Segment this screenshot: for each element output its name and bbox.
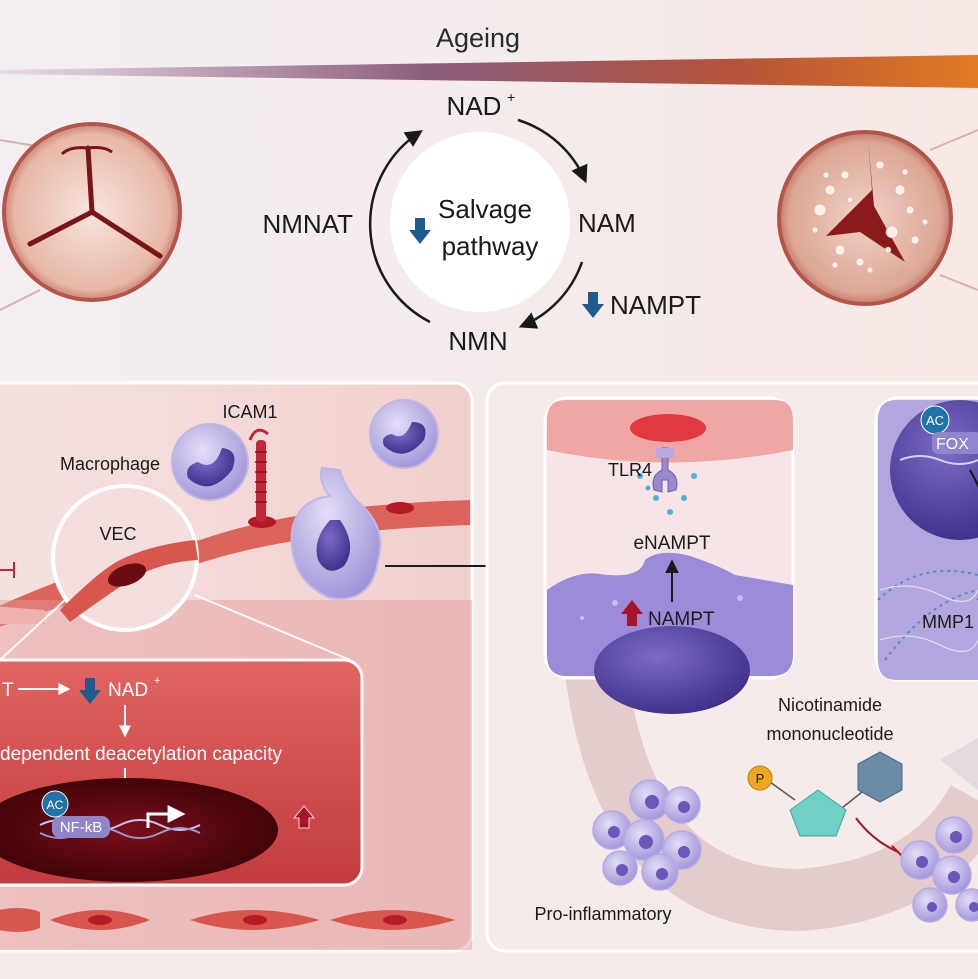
- nmn-molecule: P: [747, 751, 903, 837]
- healthy-valve: [0, 122, 182, 311]
- nad-superscript: +: [507, 89, 515, 105]
- monocyte-cell: [369, 399, 439, 469]
- icam1-label: ICAM1: [222, 402, 277, 422]
- nam-label: NAM: [578, 208, 636, 238]
- mmp1-label: MMP1: [922, 612, 974, 632]
- calcified-valve: [777, 129, 978, 306]
- nmn-label: NMN: [448, 326, 507, 356]
- tlr4-zoom-box: TLR4 eNAMPT NAMPT: [543, 396, 795, 714]
- ageing-label: Ageing: [436, 23, 520, 53]
- nfkb-protein: [52, 816, 110, 838]
- vec-nucleus-2: [386, 502, 414, 514]
- mononucleotide-label: mononucleotide: [766, 724, 893, 744]
- endothelial-nucleus: [630, 414, 706, 442]
- arc-arrowhead: [940, 738, 978, 790]
- salvage-title-line2: pathway: [442, 231, 539, 261]
- ac-badge: [41, 790, 69, 818]
- bottom-vessel-row: [0, 908, 455, 932]
- inset-nucleus: [0, 778, 278, 882]
- pro-inflammatory-label: Pro-inflammatory: [534, 904, 671, 924]
- deacetylation-text: dependent deacetylation capacity: [0, 744, 283, 765]
- vec-left-fragment: [0, 606, 45, 624]
- pro-inflammatory-nuclei: [608, 795, 690, 880]
- up-arrow-icon: [293, 805, 315, 829]
- phosphate-icon: [747, 765, 773, 791]
- right-cell-nuclei: [916, 831, 978, 912]
- nad-label: NAD: [447, 91, 502, 121]
- macrophage-nucleus: [594, 626, 750, 714]
- salvage-center-disc: [390, 132, 570, 312]
- mmp1-zoom-box: AC FOX MMP1: [874, 396, 978, 682]
- left-panel: ICAM1 Macrophage VEC T: [0, 381, 474, 953]
- ageing-gradient-wedge: [0, 55, 978, 88]
- tlr4-label: TLR4: [608, 460, 652, 480]
- macrophage-label: Macrophage: [60, 454, 160, 474]
- nad-down-arrow-icon: [79, 678, 101, 704]
- vec-inset-box: T NAD + dependent deacetylation capacity…: [0, 658, 364, 887]
- fox-ac-label: AC: [926, 413, 944, 428]
- right-panel: TLR4 eNAMPT NAMPT AC FOX MMP1 Nicotinami…: [485, 381, 978, 953]
- vec-label: VEC: [99, 524, 136, 544]
- arrow-nmn-to-nad: [368, 130, 431, 324]
- enampt-particles: [637, 473, 697, 515]
- icam1-receptor: [248, 428, 269, 522]
- tlr4-receptor-icon: [652, 447, 678, 493]
- fox-label: FOX: [936, 436, 969, 453]
- macrophage-cell: [171, 423, 249, 501]
- transcription-arrow: [146, 805, 186, 828]
- nicotinamide-hexagon: [857, 751, 903, 803]
- phosphate-label: P: [756, 771, 765, 786]
- transmigrating-monocyte: [290, 466, 382, 600]
- ribose-pentagon: [789, 789, 847, 837]
- inset-prefix-text: T: [2, 680, 14, 701]
- inset-nad-label: NAD: [108, 680, 148, 701]
- arrow-nam-to-nmn: [518, 261, 584, 329]
- vec-zoom-circle: [0, 484, 351, 661]
- nfkb-label: NF-kB: [60, 819, 103, 836]
- salvage-down-arrow-icon: [409, 218, 431, 244]
- right-nampt-label: NAMPT: [648, 609, 715, 630]
- nmnat-label: NMNAT: [262, 209, 353, 239]
- enampt-label: eNAMPT: [633, 533, 710, 554]
- salvage-pathway: NAD + NAM NMN NMNAT NAMPT Salvage pathwa…: [262, 89, 701, 356]
- ac-label: AC: [47, 798, 64, 812]
- fox-protein: [932, 432, 978, 454]
- arrow-nad-to-nam: [517, 118, 588, 184]
- salvage-title-line1: Salvage: [438, 194, 532, 224]
- nmn-inhibition-line: [855, 817, 899, 853]
- inset-nad-superscript: +: [154, 675, 160, 687]
- nicotinamide-label: Nicotinamide: [778, 695, 882, 715]
- inhibition-mark: [0, 562, 15, 578]
- right-cell-cluster: [900, 816, 978, 923]
- nampt-up-arrow-icon: [621, 600, 643, 626]
- nampt-label: NAMPT: [610, 290, 701, 320]
- nampt-down-arrow-icon: [582, 292, 604, 318]
- pro-inflammatory-cells: [592, 779, 702, 891]
